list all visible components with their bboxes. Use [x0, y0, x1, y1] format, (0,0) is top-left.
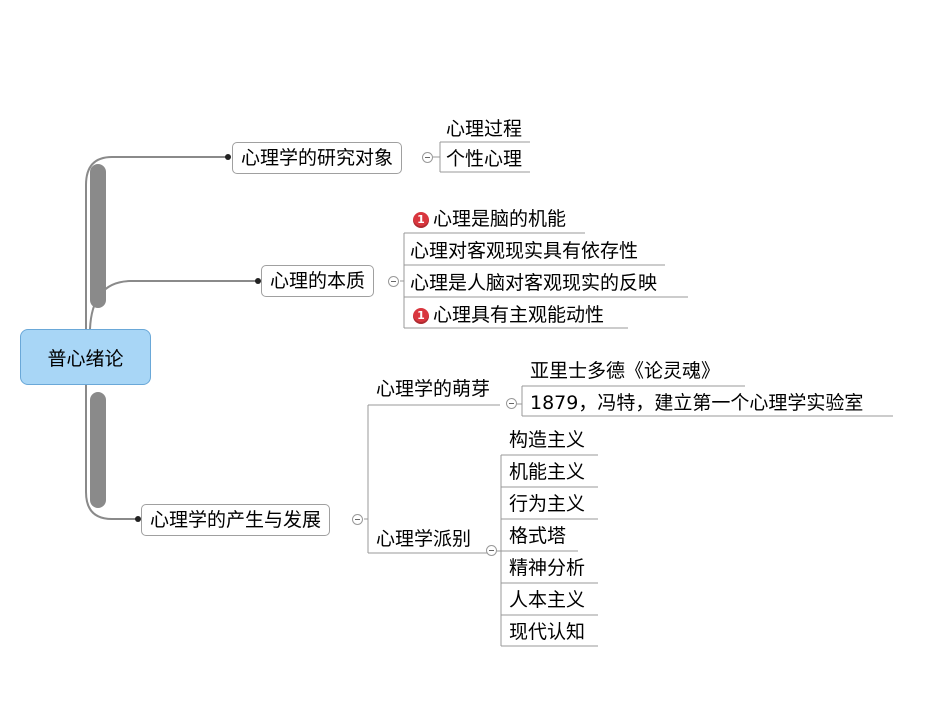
leaf-item[interactable]: 精神分析 [509, 557, 586, 579]
collapse-toggle-icon[interactable] [388, 276, 399, 287]
leaf-item[interactable]: 机能主义 [509, 461, 586, 483]
leaf-item[interactable]: 个性心理 [446, 148, 523, 170]
leaf-item[interactable]: 人本主义 [509, 589, 586, 611]
leaf-item[interactable]: 现代认知 [509, 621, 586, 643]
topic-label: 心理的本质 [270, 270, 366, 292]
collapse-toggle-icon[interactable] [506, 398, 517, 409]
topic-research-object[interactable]: 心理学的研究对象 [232, 142, 403, 174]
root-topic[interactable]: 普心绪论 [20, 329, 151, 385]
subtopic-schools[interactable]: 心理学派别 [376, 528, 472, 550]
priority-1-icon: 1 [413, 212, 429, 228]
topic-label: 心理学的研究对象 [241, 147, 394, 169]
leaf-item[interactable]: 构造主义 [509, 429, 586, 451]
leaf-item[interactable]: 心理对客观现实具有依存性 [410, 240, 639, 262]
collapse-toggle-icon[interactable] [486, 545, 497, 556]
leaf-item[interactable]: 亚里士多德《论灵魂》 [530, 360, 721, 382]
collapse-toggle-icon[interactable] [422, 152, 433, 163]
leaf-item[interactable]: 1879，冯特，建立第一个心理学实验室 [530, 392, 864, 414]
leaf-item[interactable]: 心理过程 [446, 118, 523, 140]
priority-1-icon: 1 [413, 308, 429, 324]
root-topic-label: 普心绪论 [47, 347, 124, 370]
leaf-item[interactable]: 行为主义 [509, 493, 586, 515]
topic-label: 心理学的产生与发展 [150, 509, 322, 531]
topic-nature-of-mind[interactable]: 心理的本质 [261, 265, 375, 297]
leaf-item[interactable]: 心理是人脑对客观现实的反映 [410, 272, 658, 294]
subtopic-sprout[interactable]: 心理学的萌芽 [376, 378, 491, 400]
topic-origin-and-development[interactable]: 心理学的产生与发展 [141, 504, 331, 536]
leaf-item[interactable]: 格式塔 [509, 525, 567, 547]
collapse-toggle-icon[interactable] [352, 514, 363, 525]
